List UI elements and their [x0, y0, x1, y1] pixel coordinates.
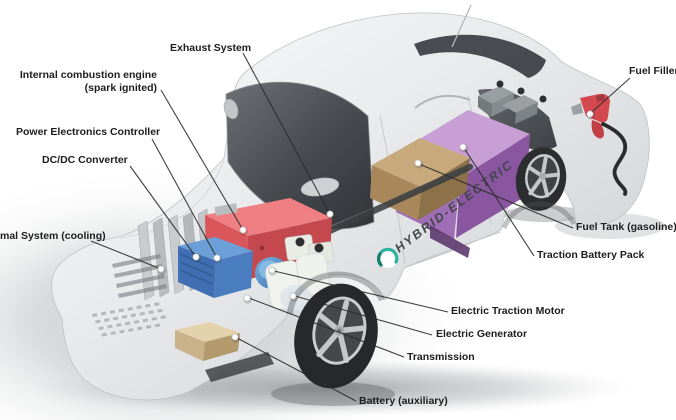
line-thermal-system	[90, 240, 162, 270]
line-electric-generator	[294, 295, 433, 336]
label-power-electronics-controller: Power Electronics Controller	[16, 126, 161, 138]
line-internal-combustion-engine	[160, 89, 244, 231]
label-internal-combustion-engine-line1: Internal combustion engine	[19, 69, 157, 81]
line-transmission	[248, 297, 405, 358]
headlight-strip	[205, 352, 274, 382]
label-thermal-system-cooling: mal System (cooling)	[0, 230, 106, 242]
label-electric-generator: Electric Generator	[436, 328, 528, 340]
windshield	[225, 81, 375, 230]
label-battery-auxiliary: Battery (auxiliary)	[359, 395, 448, 407]
label-fuel-tank-gasoline: Fuel Tank (gasoline)	[576, 221, 676, 233]
line-electric-traction-motor	[273, 270, 449, 313]
label-fuel-filler: Fuel Filler	[629, 65, 676, 77]
driver-mirror	[223, 98, 239, 120]
antenna	[451, 4, 472, 48]
power-electronics-box	[178, 237, 253, 298]
line-battery-auxiliary	[236, 337, 357, 402]
label-dc-dc-converter: DC/DC Converter	[42, 154, 128, 166]
brand-logo	[376, 247, 399, 268]
label-electric-traction-motor: Electric Traction Motor	[451, 305, 565, 317]
line-traction-battery	[463, 147, 535, 257]
auxiliary-battery-box	[175, 322, 240, 361]
leader-lines	[90, 52, 631, 402]
label-internal-combustion-engine-line2: (spark ignited)	[84, 82, 157, 94]
passenger-mirror	[300, 177, 340, 197]
label-exhaust-system: Exhaust System	[170, 42, 252, 54]
lower-grille-texture	[92, 302, 166, 337]
roof-glass	[414, 34, 546, 78]
hood-seam	[119, 159, 225, 239]
label-traction-battery-pack: Traction Battery Pack	[537, 249, 645, 261]
line-dc-dc-converter	[129, 165, 197, 258]
grille-slats	[112, 254, 167, 298]
label-internal-combustion-engine: Internal combustion engine (spark ignite…	[20, 69, 157, 95]
line-fuel-filler	[591, 77, 631, 113]
label-transmission: Transmission	[407, 351, 475, 363]
front-wheel	[294, 283, 378, 389]
fuel-hose	[601, 122, 628, 196]
line-exhaust-system	[242, 52, 331, 215]
rear-wheel	[515, 147, 567, 211]
battery-module-stack	[414, 80, 547, 124]
line-power-electronics-controller	[151, 138, 218, 259]
line-fuel-tank	[418, 163, 574, 229]
